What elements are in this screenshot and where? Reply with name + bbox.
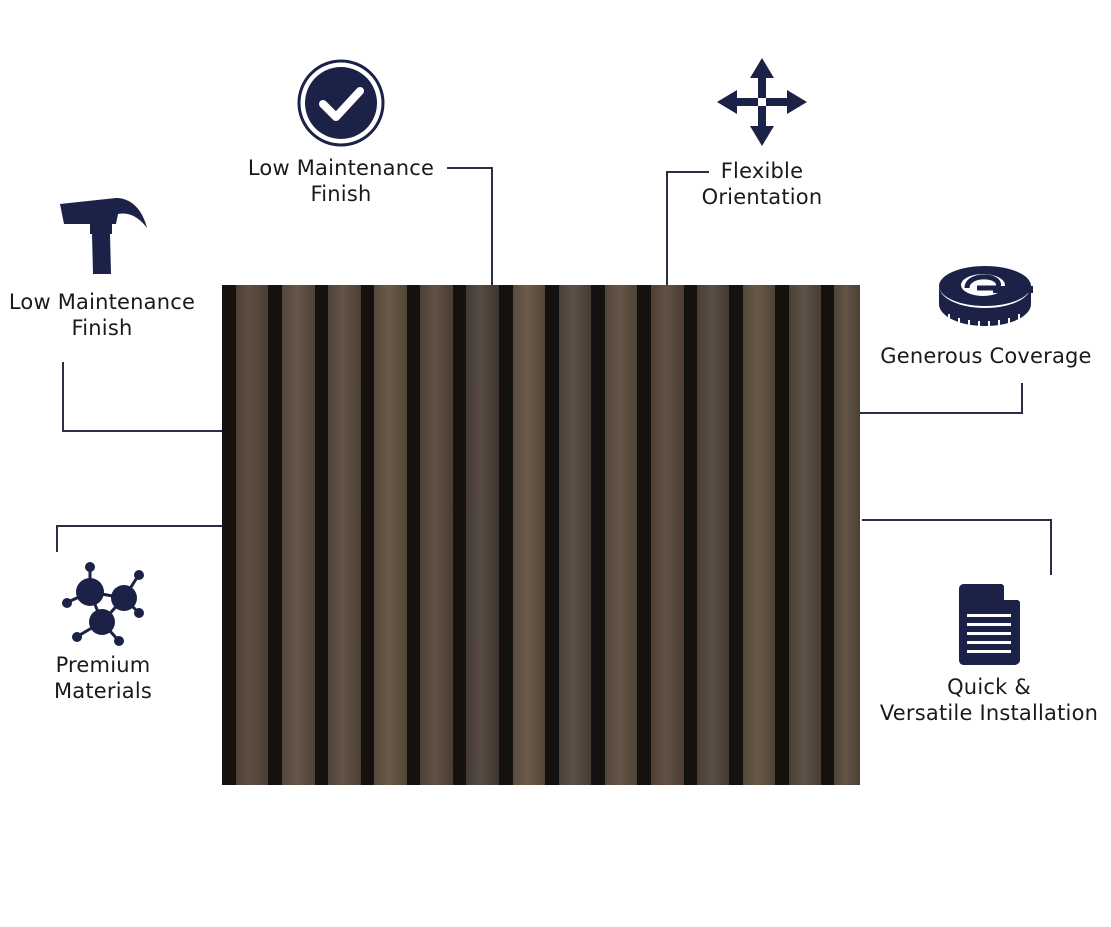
panel-slat — [789, 285, 821, 785]
molecule-icon — [62, 562, 144, 646]
checkmark-circle-icon — [297, 59, 385, 147]
connector-line-left-top — [62, 430, 222, 432]
panel-slat — [605, 285, 637, 785]
feature-label-left-top: Low Maintenance Finish — [8, 290, 196, 340]
connector-line-top-right — [666, 171, 668, 285]
connector-line-right-top — [860, 412, 1023, 414]
connector-line-top-left — [447, 167, 493, 169]
feature-label-top-right: Flexible Orientation — [701, 159, 823, 209]
panel-slat — [651, 285, 684, 785]
connector-line-right-bottom — [1050, 519, 1052, 575]
panel-slat — [513, 285, 545, 785]
feature-label-top-left: Low Maintenance Finish — [247, 156, 435, 206]
panel-slat — [328, 285, 361, 785]
connector-line-top-left — [491, 167, 493, 285]
panel-slat — [420, 285, 453, 785]
connector-line-top-right — [666, 171, 709, 173]
document-icon — [959, 584, 1020, 665]
connector-line-left-top — [62, 362, 64, 432]
panel-slat — [374, 285, 407, 785]
acoustic-slat-wall-panel — [222, 285, 860, 785]
feature-label-right-top: Generous Coverage — [880, 344, 1092, 368]
move-arrows-icon — [717, 58, 807, 146]
feature-label-left-bottom: Premium Materials — [53, 653, 153, 703]
feature-label-right-bottom: Quick & Versatile Installation — [879, 675, 1099, 725]
panel-slat — [466, 285, 499, 785]
panel-slat — [236, 285, 268, 785]
panel-slat — [282, 285, 315, 785]
panel-slat — [697, 285, 729, 785]
panel-slat — [834, 285, 860, 785]
panel-slat — [743, 285, 775, 785]
tape-measure-icon — [939, 266, 1033, 329]
connector-line-left-bottom — [56, 525, 58, 552]
connector-line-left-bottom — [56, 525, 222, 527]
connector-line-right-bottom — [862, 519, 1052, 521]
panel-slat — [559, 285, 591, 785]
hammer-icon — [60, 198, 147, 274]
connector-line-right-top — [1021, 383, 1023, 414]
